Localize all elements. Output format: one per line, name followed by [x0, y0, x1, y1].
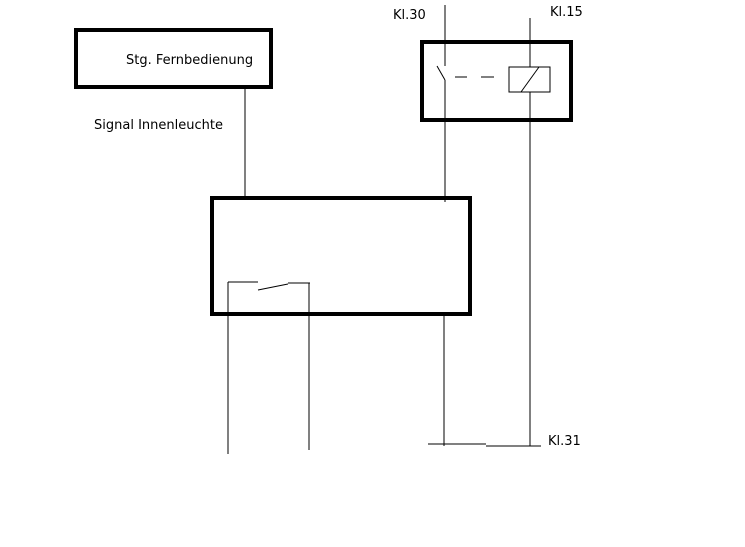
control-unit-box [74, 28, 273, 89]
relay-coil-diagonal [520, 66, 540, 93]
relay-switch-contact [436, 65, 446, 81]
central-module-box [210, 196, 472, 316]
kl30-label: Kl.30 [393, 8, 426, 23]
control-unit-label: Stg. Fernbedienung [126, 53, 254, 68]
relay-box [420, 40, 573, 122]
kl31-label: Kl.31 [548, 434, 581, 449]
internal-switch-blade [257, 283, 289, 291]
kl15-label: Kl.15 [550, 5, 583, 20]
signal-label: Signal Innenleuchte [94, 118, 223, 133]
